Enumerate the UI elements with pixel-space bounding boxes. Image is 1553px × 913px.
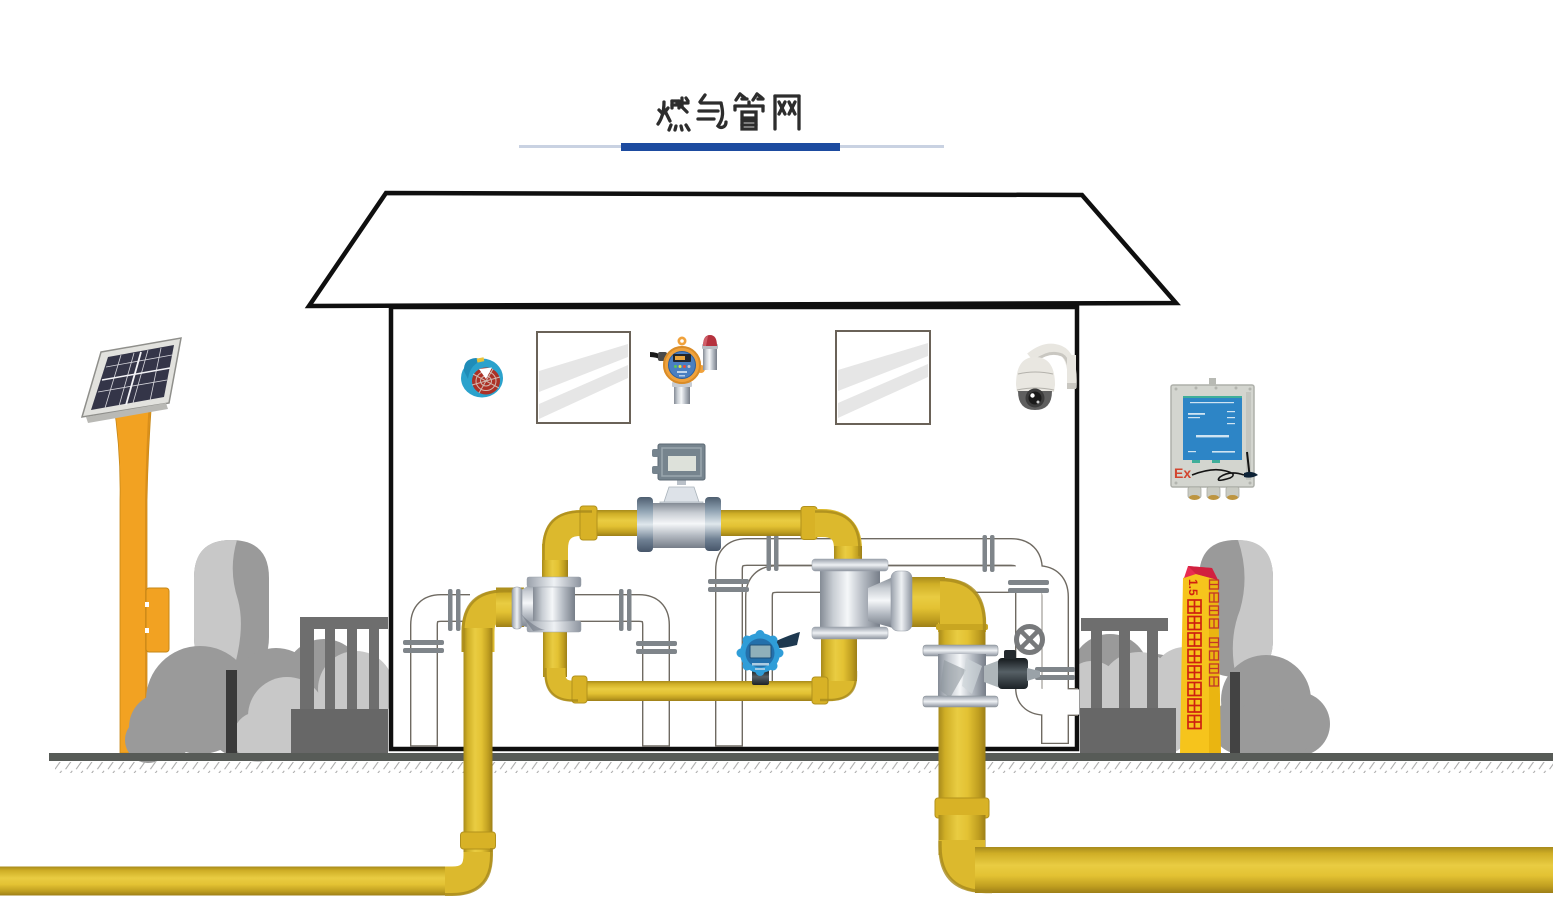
svg-text:Ex: Ex [1174,465,1191,481]
svg-text:1.5: 1.5 [1186,579,1200,596]
